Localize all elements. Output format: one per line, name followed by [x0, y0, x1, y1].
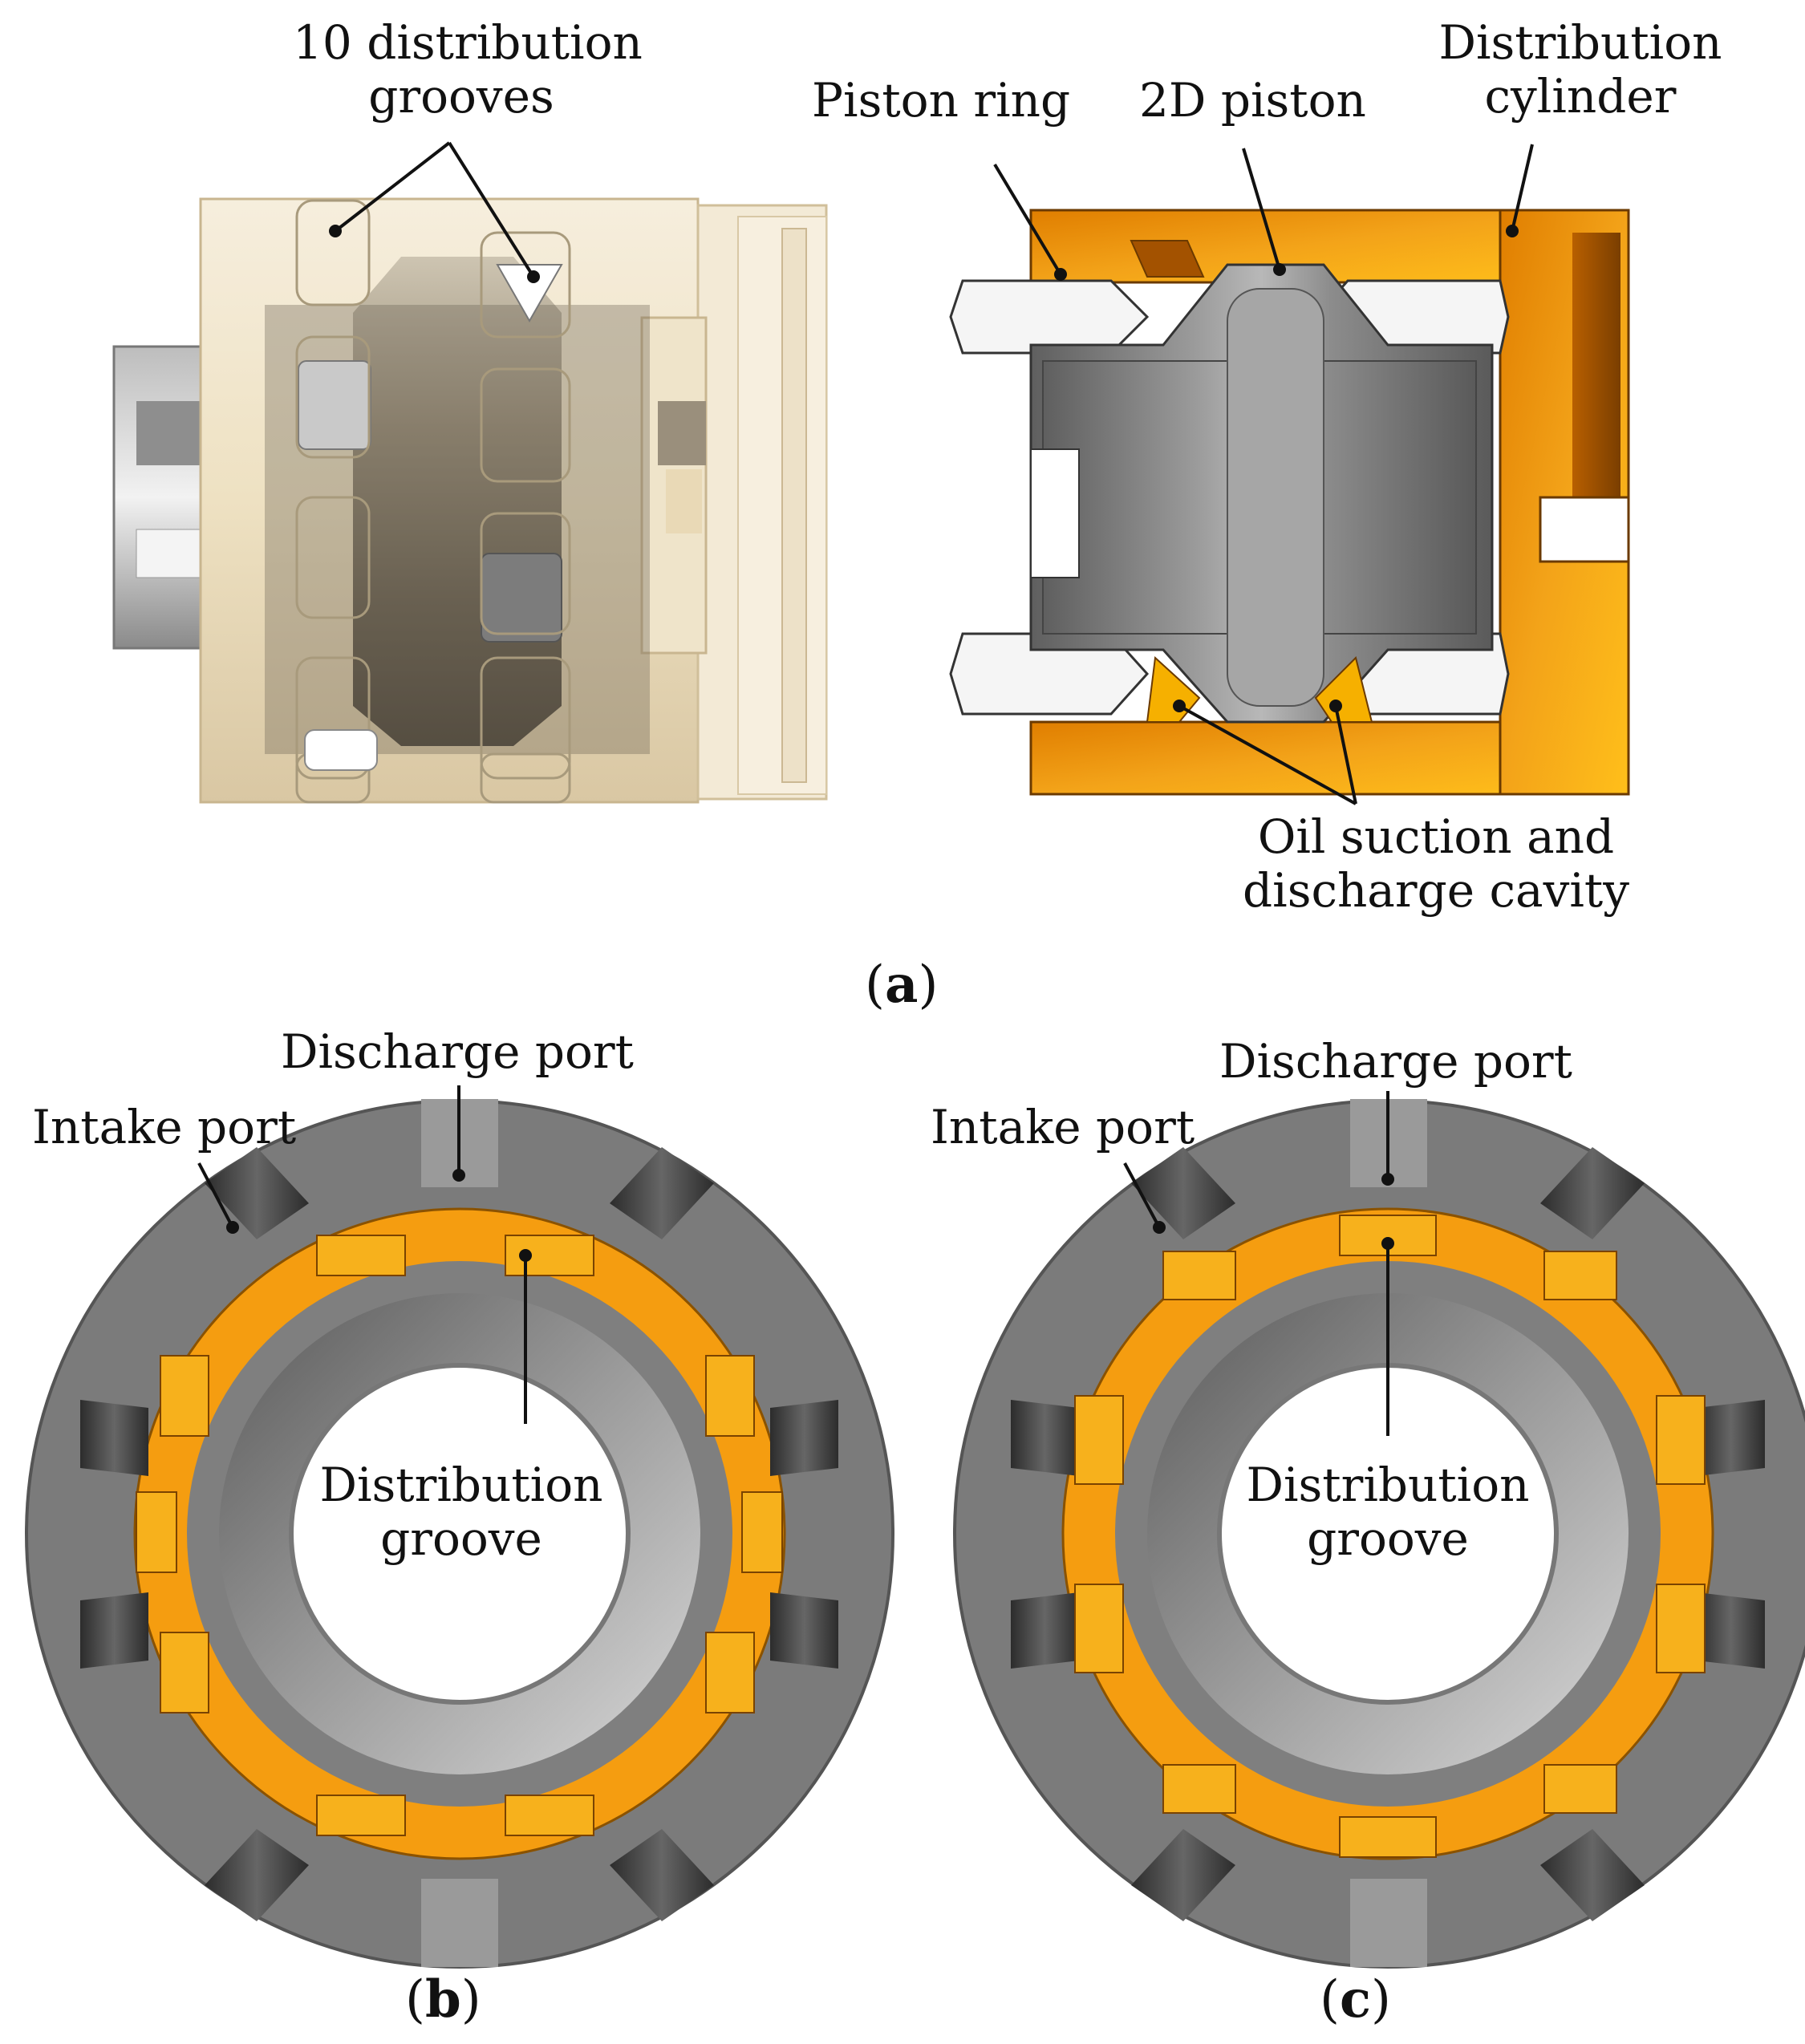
- caption-b-letter: b: [424, 1969, 461, 2030]
- panel-c-drawing: [953, 1099, 1805, 1969]
- label-distribution-cylinder-line2: cylinder: [1484, 69, 1677, 124]
- label-10-distribution-grooves: 10 distribution grooves: [293, 15, 643, 124]
- label-2d-piston: 2D piston: [1139, 73, 1366, 128]
- label-b-discharge-port: Discharge port: [281, 1024, 634, 1079]
- caption-a: (a): [865, 955, 939, 1015]
- label-c-distribution-groove: Distribution groove: [1219, 1458, 1556, 1567]
- panel-b-drawing: [25, 1099, 894, 1969]
- label-c-groove-line2: groove: [1307, 1511, 1469, 1567]
- label-b-groove-line1: Distribution: [319, 1458, 603, 1512]
- label-b-groove-line2: groove: [380, 1511, 542, 1567]
- caption-c-letter: c: [1339, 1969, 1371, 2030]
- caption-a-letter: a: [884, 955, 919, 1015]
- panel-a-left-drawing: [112, 197, 828, 804]
- label-oil-line1: Oil suction and: [1257, 809, 1615, 864]
- label-10-distribution-grooves-line1: 10 distribution: [293, 15, 643, 70]
- label-oil-line2: discharge cavity: [1243, 863, 1629, 919]
- panel-a-right-drawing: [949, 209, 1630, 796]
- caption-c: (c): [1320, 1969, 1391, 2030]
- label-b-intake-port: Intake port: [32, 1100, 297, 1154]
- label-distribution-cylinder: Distribution cylinder: [1412, 15, 1749, 124]
- label-c-intake-port: Intake port: [931, 1100, 1195, 1154]
- label-piston-ring: Piston ring: [812, 73, 1071, 128]
- caption-b: (b): [405, 1969, 481, 2030]
- leader-lines: [197, 141, 1534, 1436]
- label-10-distribution-grooves-line2: grooves: [368, 69, 554, 124]
- label-oil-suction-discharge-cavity: Oil suction and discharge cavity: [1219, 809, 1653, 919]
- label-distribution-cylinder-line1: Distribution: [1438, 15, 1722, 70]
- label-c-groove-line1: Distribution: [1246, 1458, 1530, 1512]
- label-c-discharge-port: Discharge port: [1219, 1034, 1572, 1089]
- leader-dots: [226, 225, 1519, 1262]
- label-b-distribution-groove: Distribution groove: [293, 1458, 630, 1567]
